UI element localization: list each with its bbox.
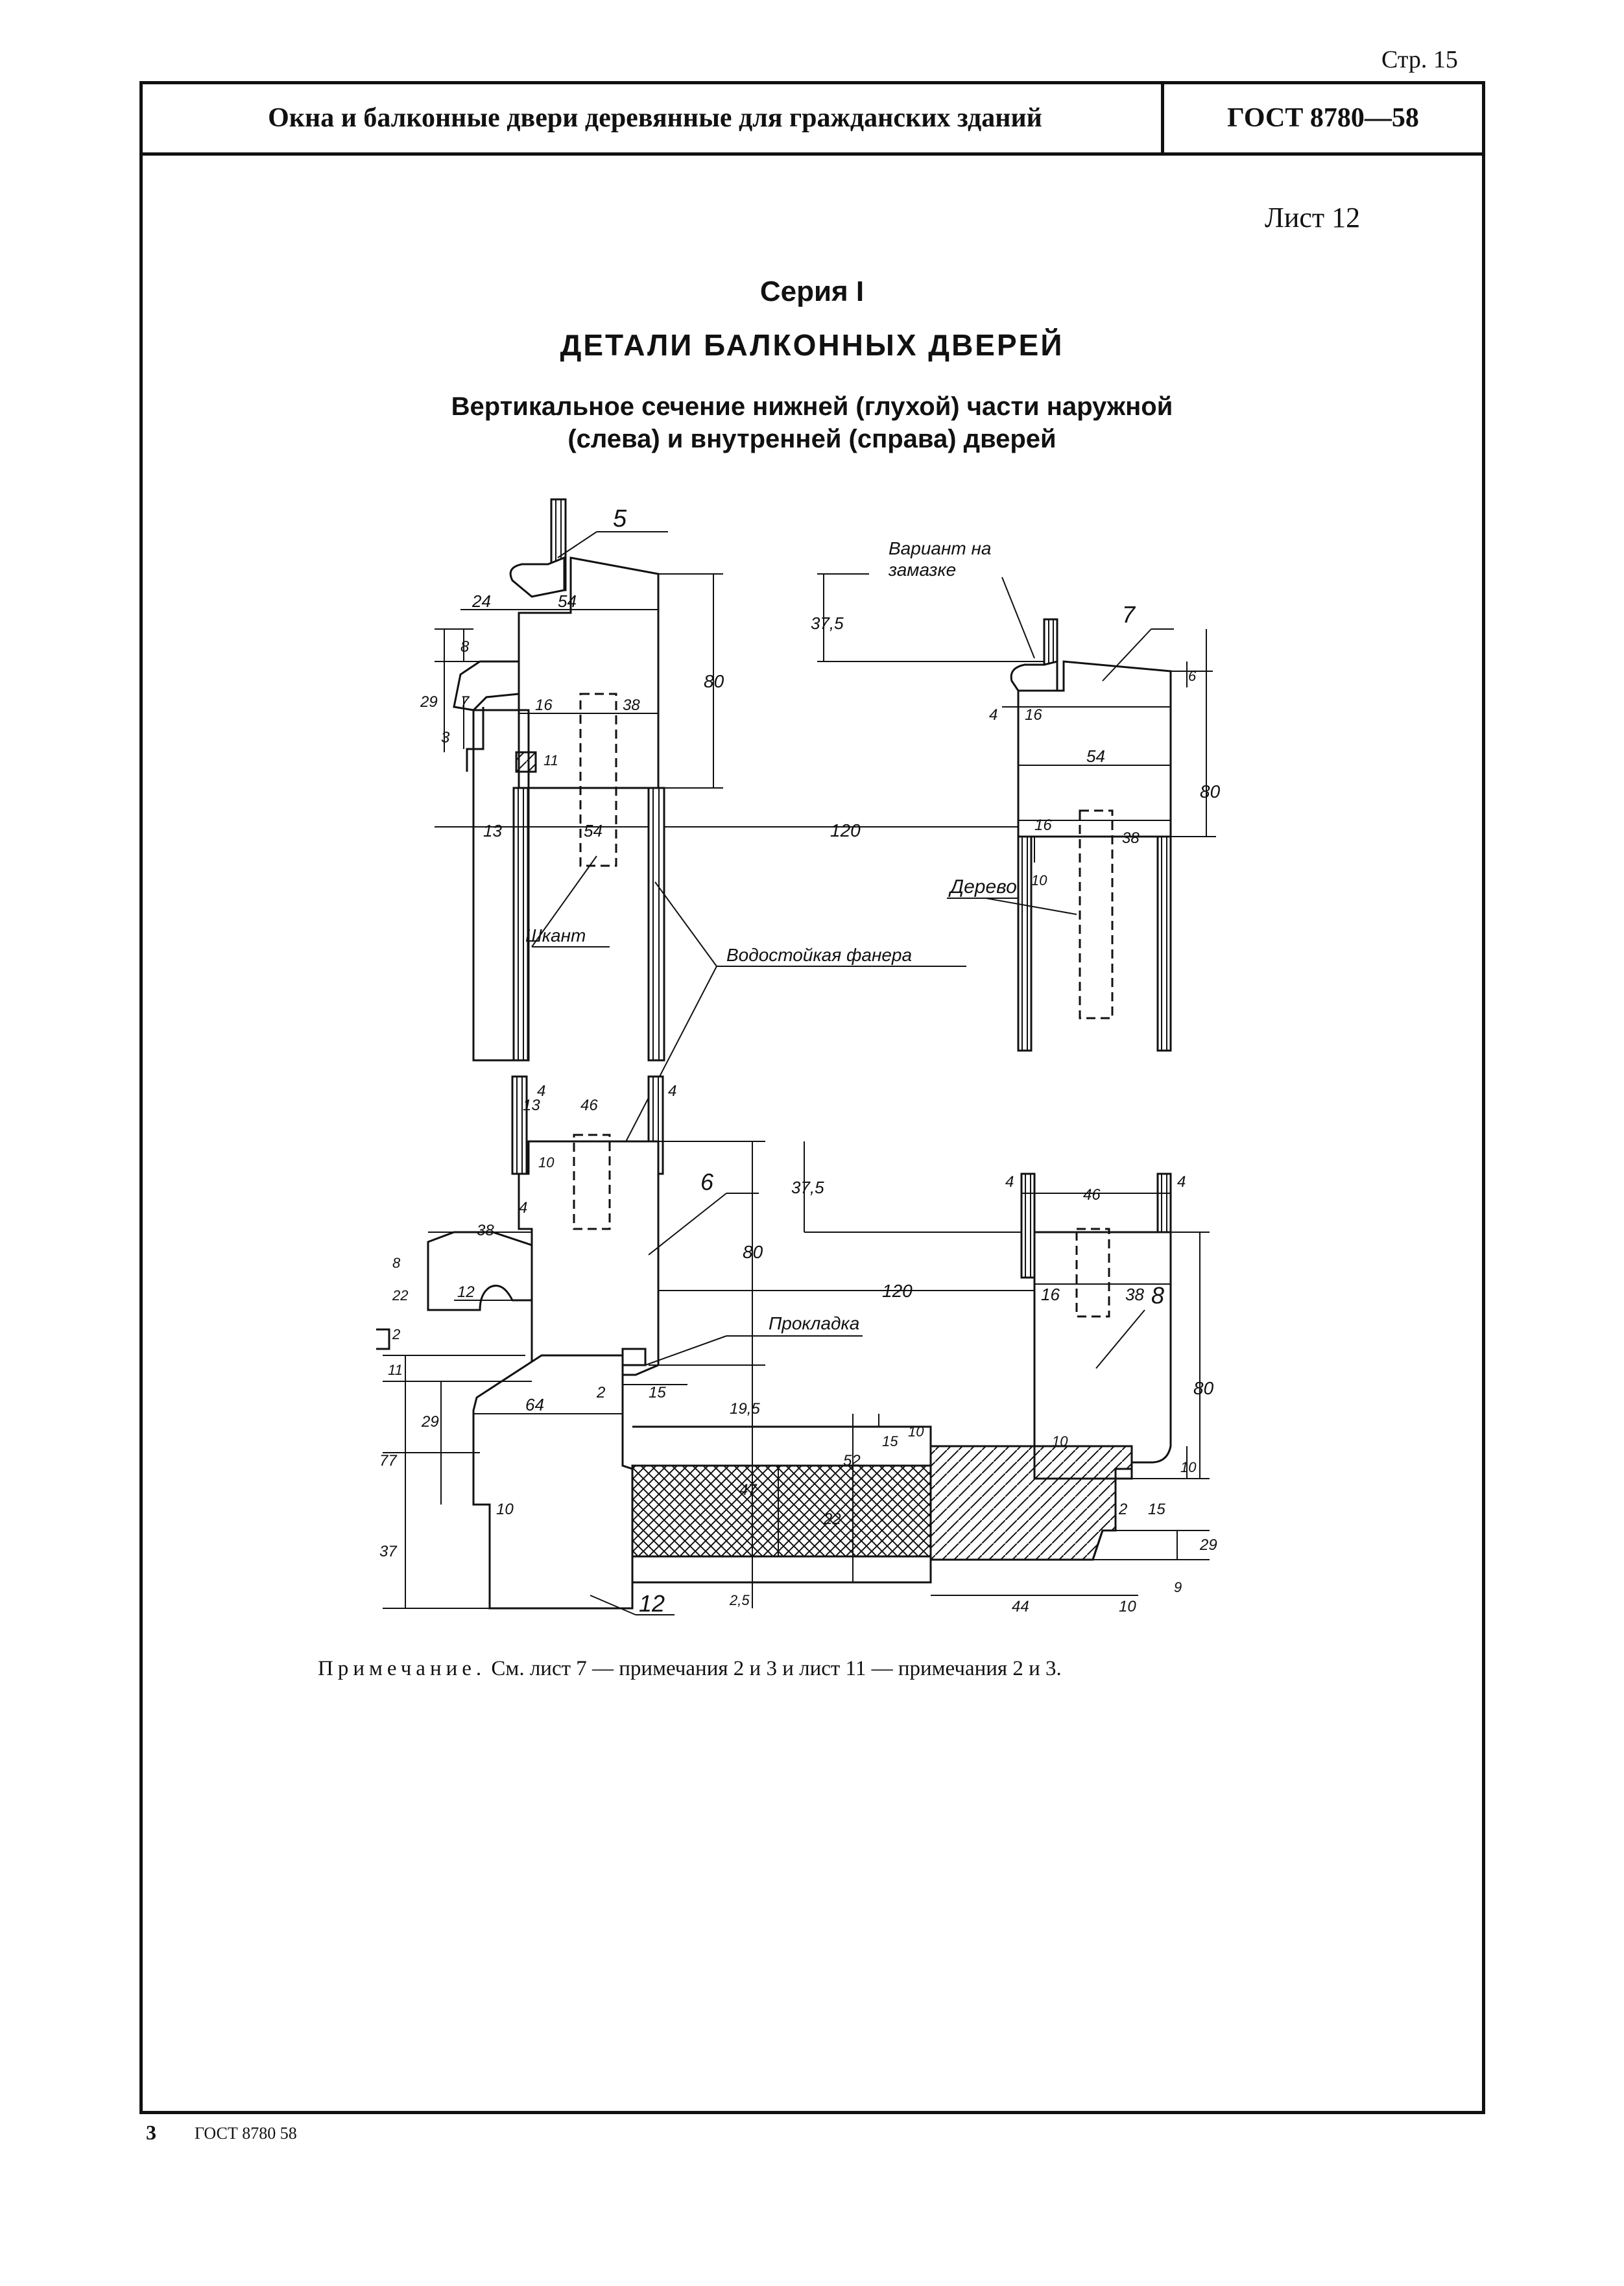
top-right-section [947, 577, 1216, 1052]
dim-29-br: 29 [1199, 1536, 1217, 1554]
dim-3: 3 [441, 729, 450, 746]
technical-drawing: 5 24 54 8 29 7 3 16 38 11 80 13 54 120 Ш… [376, 498, 1221, 1617]
header-divider [1161, 81, 1164, 156]
dim-10-br: 10 [1180, 1459, 1197, 1475]
dim-13-b: 13 [523, 1097, 540, 1114]
dim-4-b2: 4 [668, 1082, 676, 1100]
dim-15-br: 15 [1148, 1501, 1165, 1518]
dim-37-5-b: 37,5 [791, 1178, 824, 1197]
dim-54-top: 54 [558, 591, 577, 611]
dim-38-top: 38 [623, 697, 640, 714]
dim-4-right: 4 [989, 706, 997, 724]
dim-64-b: 64 [525, 1395, 544, 1414]
dim-10-b: 10 [538, 1154, 555, 1171]
top-left-section [435, 498, 1044, 1149]
dim-22-b2: 22 [823, 1510, 841, 1528]
dim-120-top: 120 [830, 820, 861, 840]
dim-38-br: 38 [1125, 1285, 1144, 1304]
section-heading: ДЕТАЛИ БАЛКОННЫХ ДВЕРЕЙ [560, 328, 1064, 362]
dim-11-top: 11 [543, 752, 558, 768]
dowel-label: Шкант [525, 925, 586, 946]
dim-4-b1: 4 [537, 1082, 545, 1100]
dim-46-br: 46 [1083, 1186, 1101, 1204]
dim-29-b: 29 [421, 1413, 439, 1431]
dim-80-top: 80 [704, 671, 724, 691]
wood-label: Дерево [948, 876, 1017, 898]
note-text: См. лист 7 — примечания 2 и 3 и лист 11 … [486, 1657, 1062, 1680]
dim-13-top: 13 [483, 821, 502, 840]
part-5-label: 5 [613, 505, 627, 532]
dim-7: 7 [460, 693, 470, 711]
dim-54-right: 54 [1086, 746, 1105, 766]
header-bar [139, 81, 1485, 156]
dim-10-b2: 10 [908, 1423, 924, 1440]
bottom-left-section [376, 1075, 1051, 1615]
dim-16-top: 16 [535, 697, 553, 714]
footer-code: ГОСТ 8780 58 [195, 2124, 297, 2143]
dim-2-5-b: 2,5 [729, 1592, 750, 1608]
sheet-number: Лист 12 [1265, 202, 1361, 233]
part-6-label: 6 [700, 1169, 714, 1195]
plywood-label: Водостойкая фанера [726, 945, 912, 965]
footer-page-number: 3 [146, 2121, 156, 2144]
bottom-right-section [929, 1173, 1210, 1596]
section-subtitle-line2: (слева) и внутренней (справа) дверей [567, 425, 1057, 453]
note-label: Примечание. [318, 1657, 486, 1680]
variant-label-line1: Вариант на [889, 538, 991, 558]
gasket-label: Прокладка [769, 1313, 859, 1333]
page-frame [139, 81, 1485, 2114]
gost-code: ГОСТ 8780—58 [1227, 103, 1419, 133]
dim-37-5-top: 37,5 [811, 613, 844, 633]
dim-10-box: 10 [496, 1501, 514, 1518]
dim-10-br3: 10 [1052, 1433, 1068, 1449]
dim-80-br: 80 [1193, 1378, 1214, 1398]
dim-4-br1: 4 [1005, 1173, 1014, 1191]
dim-29-top: 29 [420, 693, 438, 711]
dim-10-br2: 10 [1119, 1598, 1136, 1615]
dim-2-b2: 2 [596, 1384, 605, 1401]
part-7-label: 7 [1122, 601, 1136, 628]
dim-6-right: 6 [1188, 668, 1197, 684]
dim-19-5-b: 19,5 [730, 1400, 760, 1418]
part-8-label: 8 [1151, 1282, 1164, 1309]
dim-24: 24 [472, 591, 491, 611]
page-number: Стр. 15 [1381, 46, 1458, 73]
dim-4-b3: 4 [519, 1199, 527, 1217]
variant-label-line2: замазке [888, 560, 956, 580]
dim-22-b: 22 [392, 1287, 408, 1304]
dim-9-br: 9 [1174, 1579, 1182, 1595]
dim-16-br: 16 [1041, 1285, 1060, 1304]
dim-10-right: 10 [1031, 872, 1047, 888]
note: Примечание. См. лист 7 — примечания 2 и … [318, 1657, 1062, 1681]
dim-80-right: 80 [1200, 781, 1221, 802]
dim-4-br2: 4 [1177, 1173, 1186, 1191]
dim-54-mid: 54 [584, 821, 603, 840]
dim-47-b: 47 [739, 1481, 758, 1499]
section-subtitle-line1: Вертикальное сечение нижней (глухой) час… [451, 392, 1173, 421]
dim-80-b: 80 [743, 1242, 763, 1262]
dim-46-b: 46 [580, 1097, 598, 1114]
dim-2-b: 2 [392, 1326, 400, 1342]
dim-52-b: 52 [843, 1452, 861, 1470]
dim-16-right: 16 [1025, 706, 1042, 724]
dim-37-b: 37 [379, 1543, 398, 1560]
series-label: Серия I [759, 276, 865, 307]
dim-44-br: 44 [1012, 1598, 1029, 1615]
document-title: Окна и балконные двери деревянные для гр… [268, 103, 1042, 133]
dim-16-right2: 16 [1034, 816, 1052, 834]
dim-8-top: 8 [460, 638, 470, 656]
dim-15-b: 15 [649, 1384, 666, 1401]
dim-2-br: 2 [1118, 1501, 1127, 1518]
dim-38-right: 38 [1122, 829, 1140, 847]
dim-15-b2: 15 [882, 1433, 898, 1449]
dim-8-b: 8 [392, 1255, 401, 1271]
dim-11-b: 11 [388, 1362, 403, 1378]
dim-12-b: 12 [457, 1283, 475, 1301]
dim-77-b: 77 [379, 1452, 398, 1470]
part-12-label: 12 [639, 1590, 665, 1617]
dim-38-b: 38 [477, 1222, 494, 1239]
dim-120-b: 120 [882, 1281, 913, 1301]
